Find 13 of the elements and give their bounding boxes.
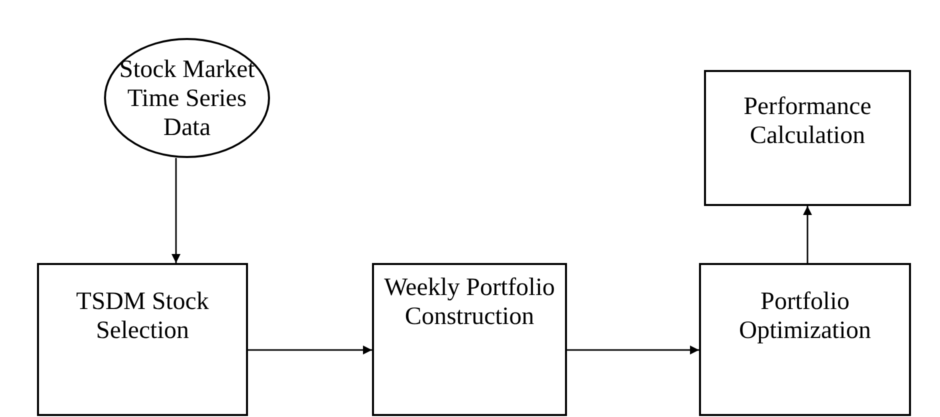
process-box — [699, 263, 911, 416]
node-label: Portfolio Optimization — [738, 287, 872, 345]
process-box — [37, 263, 248, 416]
arrow — [567, 346, 699, 354]
arrow — [172, 158, 180, 263]
node-label: Weekly Portfolio Construction — [383, 273, 556, 331]
node-label: TSDM Stock Selection — [75, 287, 210, 345]
process-box — [704, 70, 911, 206]
arrow — [803, 206, 812, 263]
node-label: Performance Calculation — [742, 92, 872, 150]
arrow — [248, 346, 372, 354]
node-label: Stock Market Time Series Data — [118, 55, 256, 142]
process-box — [372, 263, 567, 416]
